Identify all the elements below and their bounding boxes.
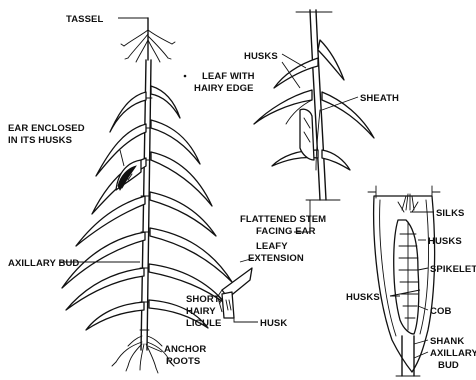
label-ear-enclosed-line2: IN ITS HUSKS: [8, 135, 72, 146]
label-flattened-stem-line2: FACING EAR: [256, 226, 316, 237]
stem-detail-drawing: [254, 10, 374, 200]
label-husk: HUSK: [260, 318, 287, 329]
label-cob: COB: [430, 306, 451, 317]
label-axillary-bud-right-line2: BUD: [438, 360, 459, 371]
label-husks-top: HUSKS: [244, 51, 278, 62]
bullet-dot: [184, 75, 187, 78]
label-tassel: TASSEL: [66, 14, 103, 25]
ligule-detail-drawing: [218, 268, 252, 318]
label-husks-right: HUSKS: [428, 236, 462, 247]
label-silks: SILKS: [436, 208, 464, 219]
label-axillary-bud-right-line1: AXILLARY: [430, 348, 476, 359]
label-short-hairy-ligule-line1: SHORT,: [186, 294, 221, 305]
label-leafy-extension-line1: LEAFY: [256, 241, 288, 252]
label-anchor-roots-line1: ANCHOR: [164, 344, 206, 355]
label-sheath: SHEATH: [360, 93, 399, 104]
label-short-hairy-ligule-line2: HAIRY: [186, 306, 216, 317]
label-husks-ear: HUSKS: [346, 292, 380, 303]
label-shank: SHANK: [430, 336, 464, 347]
label-leaf-with-hairy-edge-line2: HAIRY EDGE: [194, 83, 254, 94]
label-leafy-extension-line2: EXTENSION: [248, 253, 304, 264]
label-spikelets: SPIKELETS: [430, 264, 476, 275]
label-axillary-bud: AXILLARY BUD: [8, 258, 79, 269]
label-anchor-roots-line2: ROOTS: [166, 356, 200, 367]
label-ear-enclosed-line1: EAR ENCLOSED: [8, 123, 85, 134]
label-short-hairy-ligule-line3: LIGULE: [186, 318, 221, 329]
tassel-drawing: [121, 18, 175, 62]
sheath-drawing: [300, 109, 314, 160]
label-flattened-stem-line1: FLATTENED STEM: [240, 214, 326, 225]
label-leaf-with-hairy-edge-line1: LEAF WITH: [202, 71, 255, 82]
